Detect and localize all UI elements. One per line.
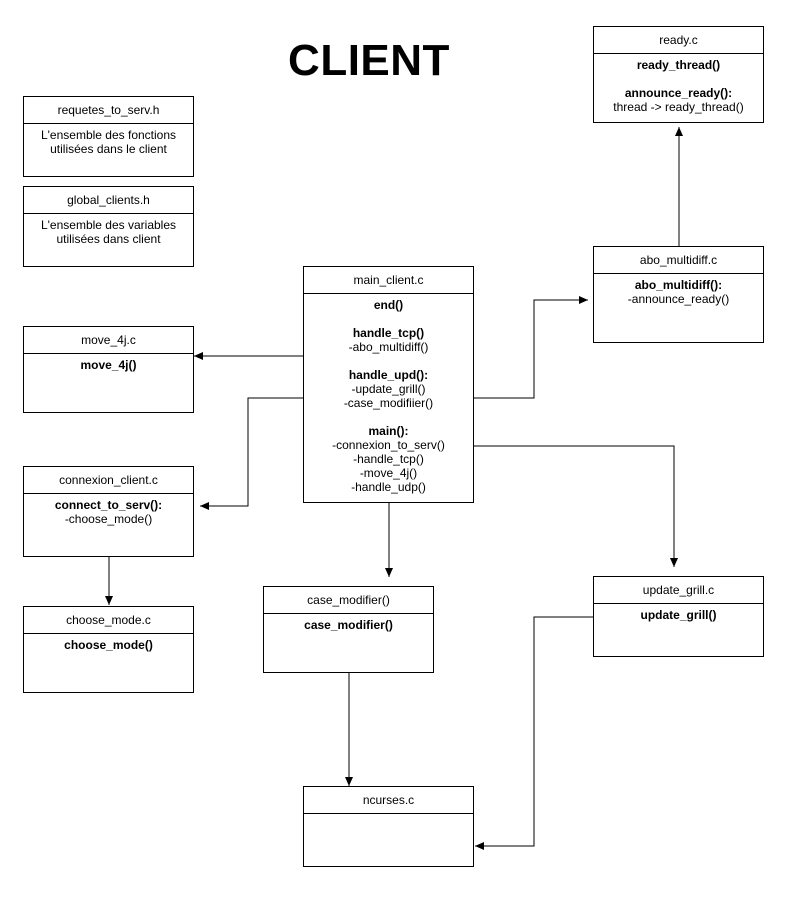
box-line: -announce_ready() [627, 292, 730, 306]
box-body: move_4j() [24, 354, 193, 372]
box-line: -handle_tcp() [353, 452, 424, 466]
box-header: abo_multidiff.c [594, 247, 763, 274]
box-line: L'ensemble des fonctions [40, 128, 177, 142]
connexion-box: connexion_client.c connect_to_serv():-ch… [23, 466, 194, 557]
box-line: handle_tcp() [352, 326, 425, 340]
box-body: end() handle_tcp()-abo_multidiff() handle_… [304, 294, 473, 494]
ready-box: ready.c ready_thread() announce_ready():t… [593, 26, 764, 123]
box-header: requetes_to_serv.h [24, 97, 193, 124]
box-line: thread -> ready_thread() [613, 100, 744, 114]
arrow-main-to-update [474, 445, 678, 567]
box-line: abo_multidiff(): [634, 278, 723, 292]
global-box: global_clients.h L'ensemble des variable… [23, 186, 194, 267]
box-body: case_modifier() [264, 614, 433, 632]
box-line [304, 410, 473, 424]
box-header: main_client.c [304, 267, 473, 294]
arrow-update-to-ncurses [475, 616, 594, 850]
box-header: update_grill.c [594, 577, 763, 604]
box-line: -abo_multidiff() [348, 340, 429, 354]
box-line [304, 354, 473, 368]
box-line: L'ensemble des variables [40, 218, 177, 232]
box-line: -handle_udp() [351, 480, 426, 494]
box-line: -update_grill() [351, 382, 426, 396]
main-box: main_client.c end() handle_tcp()-abo_mult… [303, 266, 474, 503]
box-header: ncurses.c [304, 787, 473, 814]
abo-box: abo_multidiff.c abo_multidiff():-announc… [593, 246, 764, 343]
box-line: ready_thread() [636, 58, 721, 72]
requetes-box: requetes_to_serv.h L'ensemble des foncti… [23, 96, 194, 177]
box-header: choose_mode.c [24, 607, 193, 634]
box-line: utilisées dans client [56, 232, 161, 246]
box-body: choose_mode() [24, 634, 193, 652]
box-body: update_grill() [594, 604, 763, 622]
arrow-main-to-abo [474, 296, 588, 399]
box-line: -choose_mode() [64, 512, 153, 526]
box-line: -connexion_to_serv() [332, 438, 445, 452]
box-line: handle_upd(): [348, 368, 429, 382]
update-box: update_grill.c update_grill() [593, 576, 764, 657]
box-header: ready.c [594, 27, 763, 54]
box-line: main(): [368, 424, 409, 438]
ncurses-box: ncurses.c [303, 786, 474, 867]
box-body: abo_multidiff():-announce_ready() [594, 274, 763, 306]
box-line [304, 312, 473, 326]
box-line: utilisées dans le client [50, 142, 167, 156]
box-header: case_modifier() [264, 587, 433, 614]
box-header: global_clients.h [24, 187, 193, 214]
box-line: case_modifier() [304, 618, 393, 632]
move4j-box: move_4j.c move_4j() [23, 326, 194, 413]
box-line: update_grill() [640, 608, 717, 622]
box-line: move_4j() [80, 358, 137, 372]
diagram-title: CLIENT [288, 36, 450, 85]
box-body: ready_thread() announce_ready():thread ->… [594, 54, 763, 114]
box-line [594, 72, 763, 86]
arrow-main-to-connexion [200, 397, 304, 510]
box-line: connect_to_serv(): [54, 498, 163, 512]
box-line: -case_modifiier() [343, 396, 434, 410]
box-header: move_4j.c [24, 327, 193, 354]
box-line: end() [373, 298, 404, 312]
box-header: connexion_client.c [24, 467, 193, 494]
box-line: -move_4j() [359, 466, 418, 480]
casemod-box: case_modifier() case_modifier() [263, 586, 434, 673]
choose-box: choose_mode.c choose_mode() [23, 606, 194, 693]
box-line: announce_ready(): [624, 86, 733, 100]
box-body: connect_to_serv():-choose_mode() [24, 494, 193, 526]
box-line: choose_mode() [64, 638, 153, 652]
box-body [304, 814, 473, 818]
